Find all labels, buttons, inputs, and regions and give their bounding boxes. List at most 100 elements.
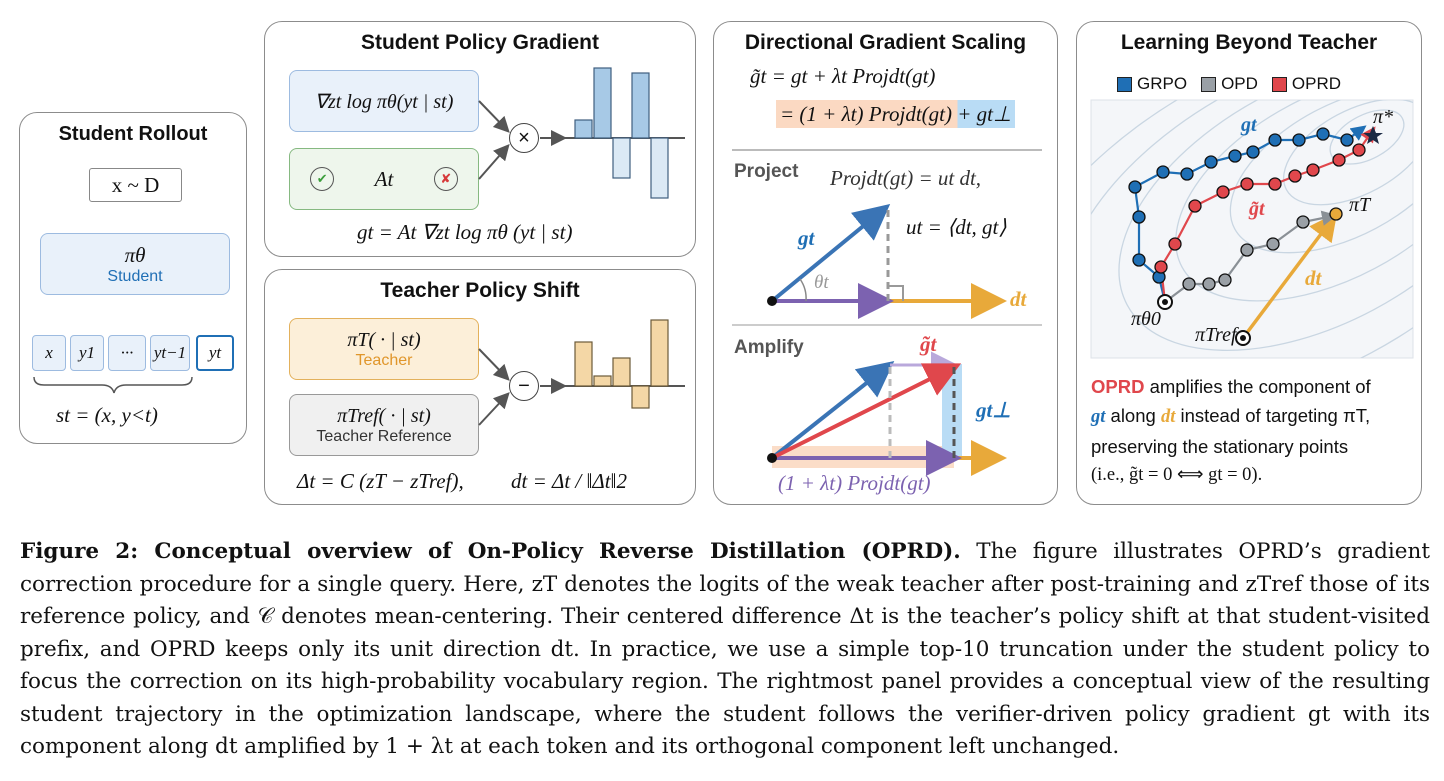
desc-line-4: (i.e., g̃t = 0 ⟺ gt = 0).	[1091, 465, 1263, 485]
oprd-swatch	[1271, 76, 1287, 92]
teacher-label: Teacher	[355, 351, 413, 369]
figure-caption: Figure 2: Conceptual overview of On-Poli…	[20, 536, 1430, 764]
gradient-connectors	[478, 100, 567, 180]
gradient-bar	[593, 67, 612, 139]
shift-bar	[574, 341, 593, 387]
token-text: y1	[78, 343, 96, 362]
logprob-box: ∇zt log πθ(yt | st)	[289, 70, 479, 132]
teacher-d-label: dt	[1305, 266, 1322, 290]
legend-oprd-text: OPRD	[1291, 74, 1342, 93]
token-box: x	[32, 335, 66, 371]
gradient-bar	[574, 119, 593, 139]
panel-title: Directional Gradient Scaling	[744, 31, 1027, 54]
token-box: yt−1	[150, 335, 190, 371]
grpo-swatch	[1117, 76, 1132, 92]
delta-formula: Δt = C (zT − zTref),	[297, 469, 464, 493]
caption-body: The figure illustrates OPRD’s gradient c…	[20, 539, 1430, 759]
caption-figure-number: Figure 2:	[20, 539, 155, 564]
check-icon: ✔	[310, 167, 335, 191]
legend-grpo: GRPO	[1117, 74, 1187, 94]
gradient-bar	[650, 137, 669, 199]
oprd-points	[1154, 143, 1366, 274]
advantage-text: At	[374, 166, 394, 191]
panel-title: Teacher Policy Shift	[380, 279, 580, 302]
gradient-bar	[612, 137, 631, 179]
learning-beyond-teacher-panel: Learning Beyond Teacher GRPO OPD OPRD	[1076, 21, 1422, 505]
direction-formula: dt = Δt / ‖Δt‖2	[511, 469, 627, 493]
d-vector-label: dt	[1010, 287, 1027, 311]
token-box: y1	[70, 335, 104, 371]
panel-title: Student Rollout	[58, 123, 208, 145]
grpo-g-label: gt	[1241, 114, 1257, 136]
proj-equation: Projdt(gt) = ut dt,	[830, 166, 982, 190]
scaling-equation-1: g̃t = gt + λt Projdt(gt)	[750, 64, 936, 88]
desc-text-2b: along	[1105, 405, 1161, 426]
legend-opd: OPD	[1201, 74, 1258, 94]
subtract-operator: −	[509, 371, 539, 401]
multiply-symbol: ×	[518, 127, 530, 149]
current-token-box: yt	[196, 335, 234, 371]
prefix-brace	[33, 376, 193, 394]
caption-title: Conceptual overview of On-Policy Reverse…	[154, 539, 961, 564]
teacher-symbol: πT( · | st)	[347, 328, 421, 351]
desc-oprd: OPRD	[1091, 376, 1145, 397]
amplify-label: Amplify	[734, 337, 804, 358]
token-text: x	[45, 343, 53, 362]
token-text: ···	[120, 343, 134, 362]
panel-title: Student Policy Gradient	[360, 31, 600, 54]
teacher-label: πT	[1349, 194, 1371, 216]
u-equation: ut = ⟨dt, gt⟩	[906, 215, 1007, 239]
scaling-equation-2: = (1 + λt) Projdt(gt) + gt⊥	[776, 100, 1016, 128]
project-label: Project	[734, 161, 799, 182]
token-box: ···	[108, 335, 146, 371]
token-text: yt−1	[153, 343, 187, 362]
g-vector-label: gt	[798, 226, 815, 250]
desc-text-1: amplifies the component of	[1144, 376, 1371, 397]
token-row: x y1 ··· yt−1 yt	[32, 335, 242, 394]
oprd-gtilde-label: g̃t	[1249, 198, 1265, 220]
teacher-ref-symbol: πTref( · | st)	[337, 404, 431, 427]
gradient-bar-chart	[565, 67, 685, 199]
gradient-formula: gt = At ∇zt log πθ (yt | st)	[357, 220, 573, 244]
teacher-reference-box: πTref( · | st) Teacher Reference	[289, 394, 479, 456]
gperp-label: gt⊥	[976, 398, 1011, 422]
shift-bar	[593, 375, 612, 387]
oprd-description: OPRD amplifies the component of gt along…	[1091, 372, 1417, 490]
advantage-box: ✔ At ✘	[289, 148, 479, 210]
teacher-policy-shift-panel: Teacher Policy Shift πT( · | st) Teacher…	[264, 269, 696, 505]
shift-connectors	[478, 348, 567, 426]
legend-grpo-text: GRPO	[1137, 74, 1188, 93]
opd-swatch	[1201, 76, 1217, 92]
prompt-text: x ~ D	[111, 172, 160, 197]
legend-oprd: OPRD	[1271, 74, 1342, 94]
shift-bar	[650, 319, 669, 387]
shift-bar	[612, 357, 631, 387]
star-label: π*	[1373, 106, 1394, 128]
projection-diagram	[732, 203, 1042, 476]
grpo-points	[1128, 127, 1354, 284]
shift-bar	[631, 385, 650, 409]
student-policy-gradient-panel: Student Policy Gradient ∇zt log πθ(yt | …	[264, 21, 696, 257]
gradient-bar	[631, 72, 650, 139]
desc-text-2d: instead of targeting πT,	[1175, 405, 1371, 426]
desc-line-1: OPRD amplifies the component of	[1091, 372, 1417, 401]
student-rollout-panel: Student Rollout x ~ D πθ Student x y1 ··· y…	[19, 112, 247, 444]
ref-label: πTref	[1195, 324, 1237, 346]
policy-label: Student	[107, 267, 163, 285]
subtract-symbol: −	[518, 375, 530, 397]
state-formula: st = (x, y<t)	[56, 403, 158, 427]
divider-top	[732, 149, 1042, 151]
opd-points	[1182, 215, 1310, 291]
desc-d: dt	[1160, 407, 1176, 427]
optimization-landscape	[1090, 99, 1414, 359]
policy-symbol: πθ	[124, 242, 146, 267]
scaling-equation-2-text: = (1 + λt) Projdt(gt) + gt⊥	[776, 100, 1016, 128]
init-label: πθ0	[1131, 308, 1161, 330]
shift-bar-chart	[565, 319, 685, 409]
theta-label: θt	[814, 272, 829, 293]
gtilde-label: g̃t	[920, 332, 937, 356]
cross-icon: ✘	[433, 167, 458, 191]
prompt-box: x ~ D	[89, 168, 182, 202]
logprob-text: ∇zt log πθ(yt | st)	[314, 90, 454, 113]
desc-line-3: preserving the stationary points	[1091, 436, 1349, 457]
